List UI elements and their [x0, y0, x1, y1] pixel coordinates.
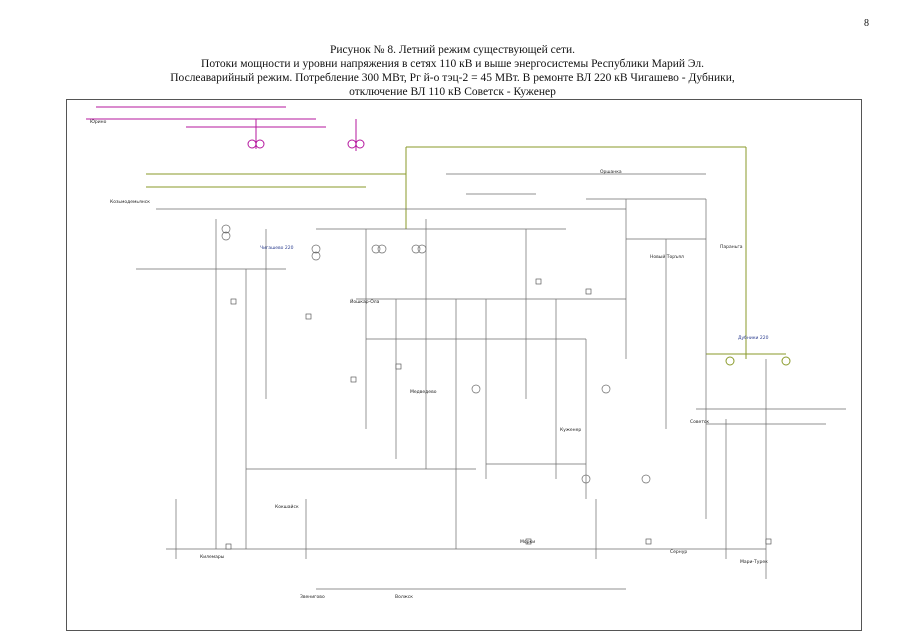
- lines-220kv: [86, 106, 365, 151]
- figure-title: Рисунок № 8. Летний режим существующей с…: [0, 43, 905, 99]
- label-kuzhener: Куженер: [560, 428, 582, 433]
- label-kokshaysk: Кокшайск: [275, 505, 299, 510]
- diagram-frame: [66, 99, 862, 631]
- single-line-diagram: [86, 106, 846, 590]
- title-line-1: Рисунок № 8. Летний режим существующей с…: [329, 44, 576, 56]
- breakers: [225, 278, 772, 550]
- label-zvenigovo: Звенигово: [300, 595, 325, 600]
- lines-olive: [146, 146, 791, 366]
- label-mari-turek: Мари-Турек: [740, 560, 768, 565]
- transformers: [221, 224, 651, 484]
- label-dubniki: Дубники 220: [738, 336, 769, 341]
- label-chigashevo: Чигашево 220: [260, 246, 294, 251]
- label-medvedevo: Медведево: [410, 390, 437, 395]
- label-sovetsk: Советск: [690, 420, 710, 425]
- label-kozmodemyansk: Козьмодемьянск: [110, 200, 150, 205]
- label-yoshkar-ola: Йошкар-Ола: [350, 300, 380, 305]
- label-volzhsk: Волжск: [395, 595, 413, 600]
- lines-110kv: [136, 173, 846, 590]
- label-noviy-toryal: Новый Торъял: [650, 255, 684, 260]
- page-number: 8: [864, 18, 869, 29]
- title-line-2: Потоки мощности и уровни напряжения в се…: [201, 58, 704, 70]
- label-kilemary: Килемары: [200, 555, 225, 560]
- label-sernur: Сернур: [670, 550, 688, 555]
- title-line-4: отключение ВЛ 110 кВ Советск - Куженер: [349, 86, 556, 98]
- label-orshanka: Оршанка: [600, 170, 622, 175]
- label-morki: Морки: [520, 540, 536, 545]
- label-paranga: Параньга: [720, 245, 743, 250]
- title-line-3: Послеаварийный режим. Потребление 300 МВ…: [170, 72, 735, 84]
- label-yurino: Юрино: [90, 120, 107, 125]
